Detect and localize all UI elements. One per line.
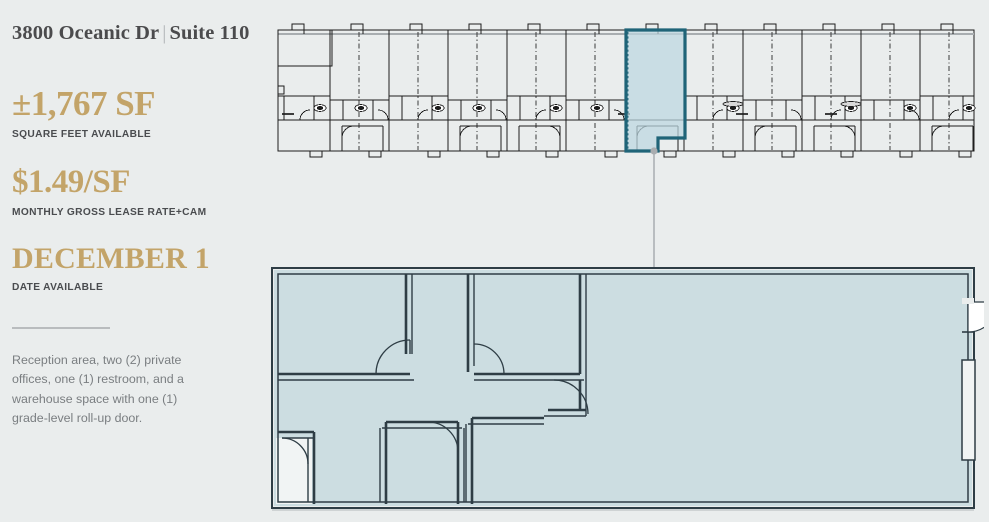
listing-info-panel: 3800 Oceanic Dr|Suite 110 ±1,767 SF SQUA… <box>0 0 268 522</box>
stat-date-available: DECEMBER 1 DATE AVAILABLE <box>12 241 252 293</box>
site-plan-drawing <box>277 23 976 158</box>
stat-date-available-label: DATE AVAILABLE <box>12 281 104 293</box>
detail-plan-drawing <box>271 267 984 511</box>
callout-leader-line <box>620 140 700 270</box>
stat-lease-rate-label: MONTHLY GROSS LEASE RATE+CAM <box>12 206 207 218</box>
stat-square-feet-value: ±1,767 SF <box>12 83 156 123</box>
stat-lease-rate-value: $1.49/SF <box>12 163 130 200</box>
stat-lease-rate: $1.49/SF MONTHLY GROSS LEASE RATE+CAM <box>12 163 252 218</box>
stat-date-available-value: DECEMBER 1 <box>12 241 210 275</box>
leader-dot <box>650 147 658 155</box>
stat-square-feet-label: SQUARE FEET AVAILABLE <box>12 128 152 140</box>
property-suite: Suite 110 <box>169 22 250 44</box>
leader-line-drawing <box>650 147 658 268</box>
roll-up-door-icon <box>961 359 976 461</box>
building-site-plan <box>270 8 982 160</box>
suite-description: Reception area, two (2) private offices,… <box>12 352 184 426</box>
divider <box>12 326 110 329</box>
stat-square-feet: ±1,767 SF SQUARE FEET AVAILABLE <box>12 86 252 140</box>
floor-fill <box>274 270 972 506</box>
page-title: 3800 Oceanic Dr|Suite 110 <box>12 22 252 46</box>
title-separator: | <box>162 22 167 44</box>
suite-110-floor-plan <box>262 262 984 514</box>
restroom-fill <box>276 438 312 504</box>
highlighted-suite-110[interactable] <box>624 28 687 153</box>
property-address: 3800 Oceanic Dr <box>12 22 160 44</box>
entry-door-icon <box>962 298 984 333</box>
